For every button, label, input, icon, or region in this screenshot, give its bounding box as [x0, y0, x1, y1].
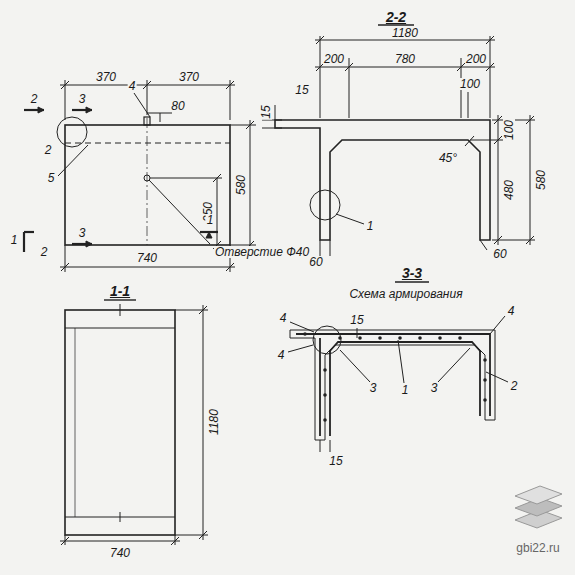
drawing-label: 45°	[438, 152, 458, 164]
drawing-label: 2	[44, 144, 53, 156]
drawing-label: 3	[78, 93, 87, 105]
drawing-label: 2	[30, 93, 39, 105]
drawing-label: 3	[78, 227, 87, 239]
drawing-label: 100	[459, 78, 481, 90]
drawing-label: 4	[279, 312, 288, 324]
drawing-label: 15	[349, 314, 364, 326]
drawing-label: Отверстие Ф40	[214, 246, 310, 258]
drawing-label: 1	[401, 384, 410, 396]
drawing-label: 1180	[208, 408, 220, 436]
drawing-label: Схема армирования	[348, 288, 463, 300]
drawing-label: 4	[277, 349, 286, 361]
section-title: 3-3	[401, 266, 423, 280]
drawing-label: 4	[128, 80, 137, 92]
watermark: gbi22.ru	[515, 542, 560, 554]
drawing-label: 15	[260, 104, 272, 119]
drawing-label: 3	[430, 382, 439, 394]
drawing-label: 580	[235, 174, 247, 196]
drawing-label: 2	[40, 246, 49, 258]
drawing-label: 200	[465, 53, 487, 65]
drawing-label: 1	[10, 234, 19, 246]
drawing-label: 740	[136, 252, 158, 264]
drawing-label: 780	[394, 53, 416, 65]
drawing-label: 580	[535, 169, 547, 191]
drawing-label: 4	[507, 305, 516, 317]
drawing-label: 60	[492, 248, 507, 260]
drawing-label: 5	[47, 172, 56, 184]
drawing-label: 60	[308, 256, 323, 268]
drawing-label: 15	[328, 455, 343, 467]
drawing-label: 1	[206, 214, 215, 226]
drawing-label: 370	[178, 71, 200, 83]
drawing-label: 80	[170, 100, 185, 112]
drawing-label: 100	[503, 119, 515, 141]
drawing-label: 2	[510, 380, 519, 392]
drawing-label: 15	[294, 84, 309, 96]
drawing-label: 3	[369, 382, 378, 394]
section-title: 1-1	[109, 284, 131, 298]
drawing-label: 1180	[391, 27, 419, 39]
drawing-label: 1	[366, 220, 375, 232]
drawing-label: 200	[323, 53, 345, 65]
drawing-label: 740	[109, 547, 131, 559]
drawing-label: 370	[95, 71, 117, 83]
drawing-label: 480	[503, 179, 515, 201]
section-title: 2-2	[385, 10, 407, 24]
